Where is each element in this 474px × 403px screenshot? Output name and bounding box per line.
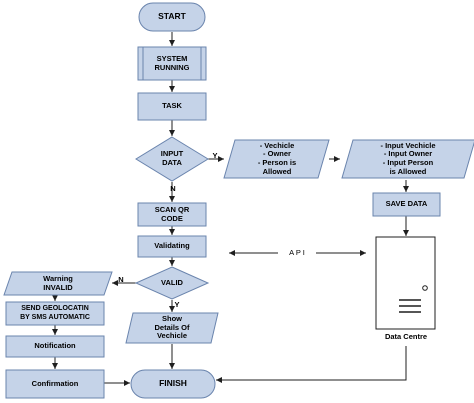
notification-label: Notification <box>34 341 76 351</box>
finish-terminal <box>130 369 216 399</box>
input-vehicle-label: - Input Vechicle - Input Owner - Input P… <box>380 140 436 176</box>
input-vehicle-data <box>341 139 474 179</box>
valid-decision <box>134 266 210 300</box>
valid-no-label: N <box>118 274 124 284</box>
confirmation-label: Confirmation <box>31 378 79 388</box>
send-geolocation-label: SEND GEOLOCATIN BY SMS AUTOMATIC <box>20 305 90 321</box>
input-no-label: N <box>170 183 176 193</box>
data-centre-server <box>375 236 436 330</box>
task-process <box>137 92 207 121</box>
save-data-process <box>372 192 441 217</box>
show-details-label: Show Details Of Vechicle <box>154 314 190 341</box>
input-data-decision <box>135 136 209 182</box>
validating-process <box>137 235 207 258</box>
notification-process <box>5 335 105 358</box>
input-data-label: INPUT DATA <box>160 149 184 167</box>
valid-yes-label: Y <box>174 299 180 309</box>
data-centre-label: Data Centre <box>384 332 428 342</box>
warning-invalid-label: Warning INVALID <box>43 273 73 292</box>
api-label: A P I <box>289 247 305 257</box>
start-terminal <box>138 2 206 32</box>
valid-label: VALID <box>161 277 183 287</box>
input-yes-label: Y <box>212 150 218 160</box>
task-label: TASK <box>162 101 182 111</box>
show-details-data <box>125 312 219 344</box>
system-running-label: SYSTEM RUNNING <box>154 53 190 72</box>
send-geolocation-process <box>5 301 105 326</box>
scan-qr-process <box>137 202 207 227</box>
scan-qr-label: SCAN QR CODE <box>154 204 190 223</box>
warning-invalid-data <box>3 271 113 296</box>
server-icon <box>399 285 428 313</box>
edge-datacentre-finish <box>216 346 407 383</box>
system-running-process <box>137 46 207 81</box>
finish-label: FINISH <box>159 378 187 389</box>
confirmation-process <box>5 369 105 399</box>
save-data-label: SAVE DATA <box>385 199 428 209</box>
vehicle-owner-label: - Vechicle - Owner - Person is Allowed <box>257 140 297 176</box>
start-label: START <box>158 11 186 22</box>
vehicle-owner-data <box>223 139 330 179</box>
validating-label: Validating <box>154 241 190 251</box>
